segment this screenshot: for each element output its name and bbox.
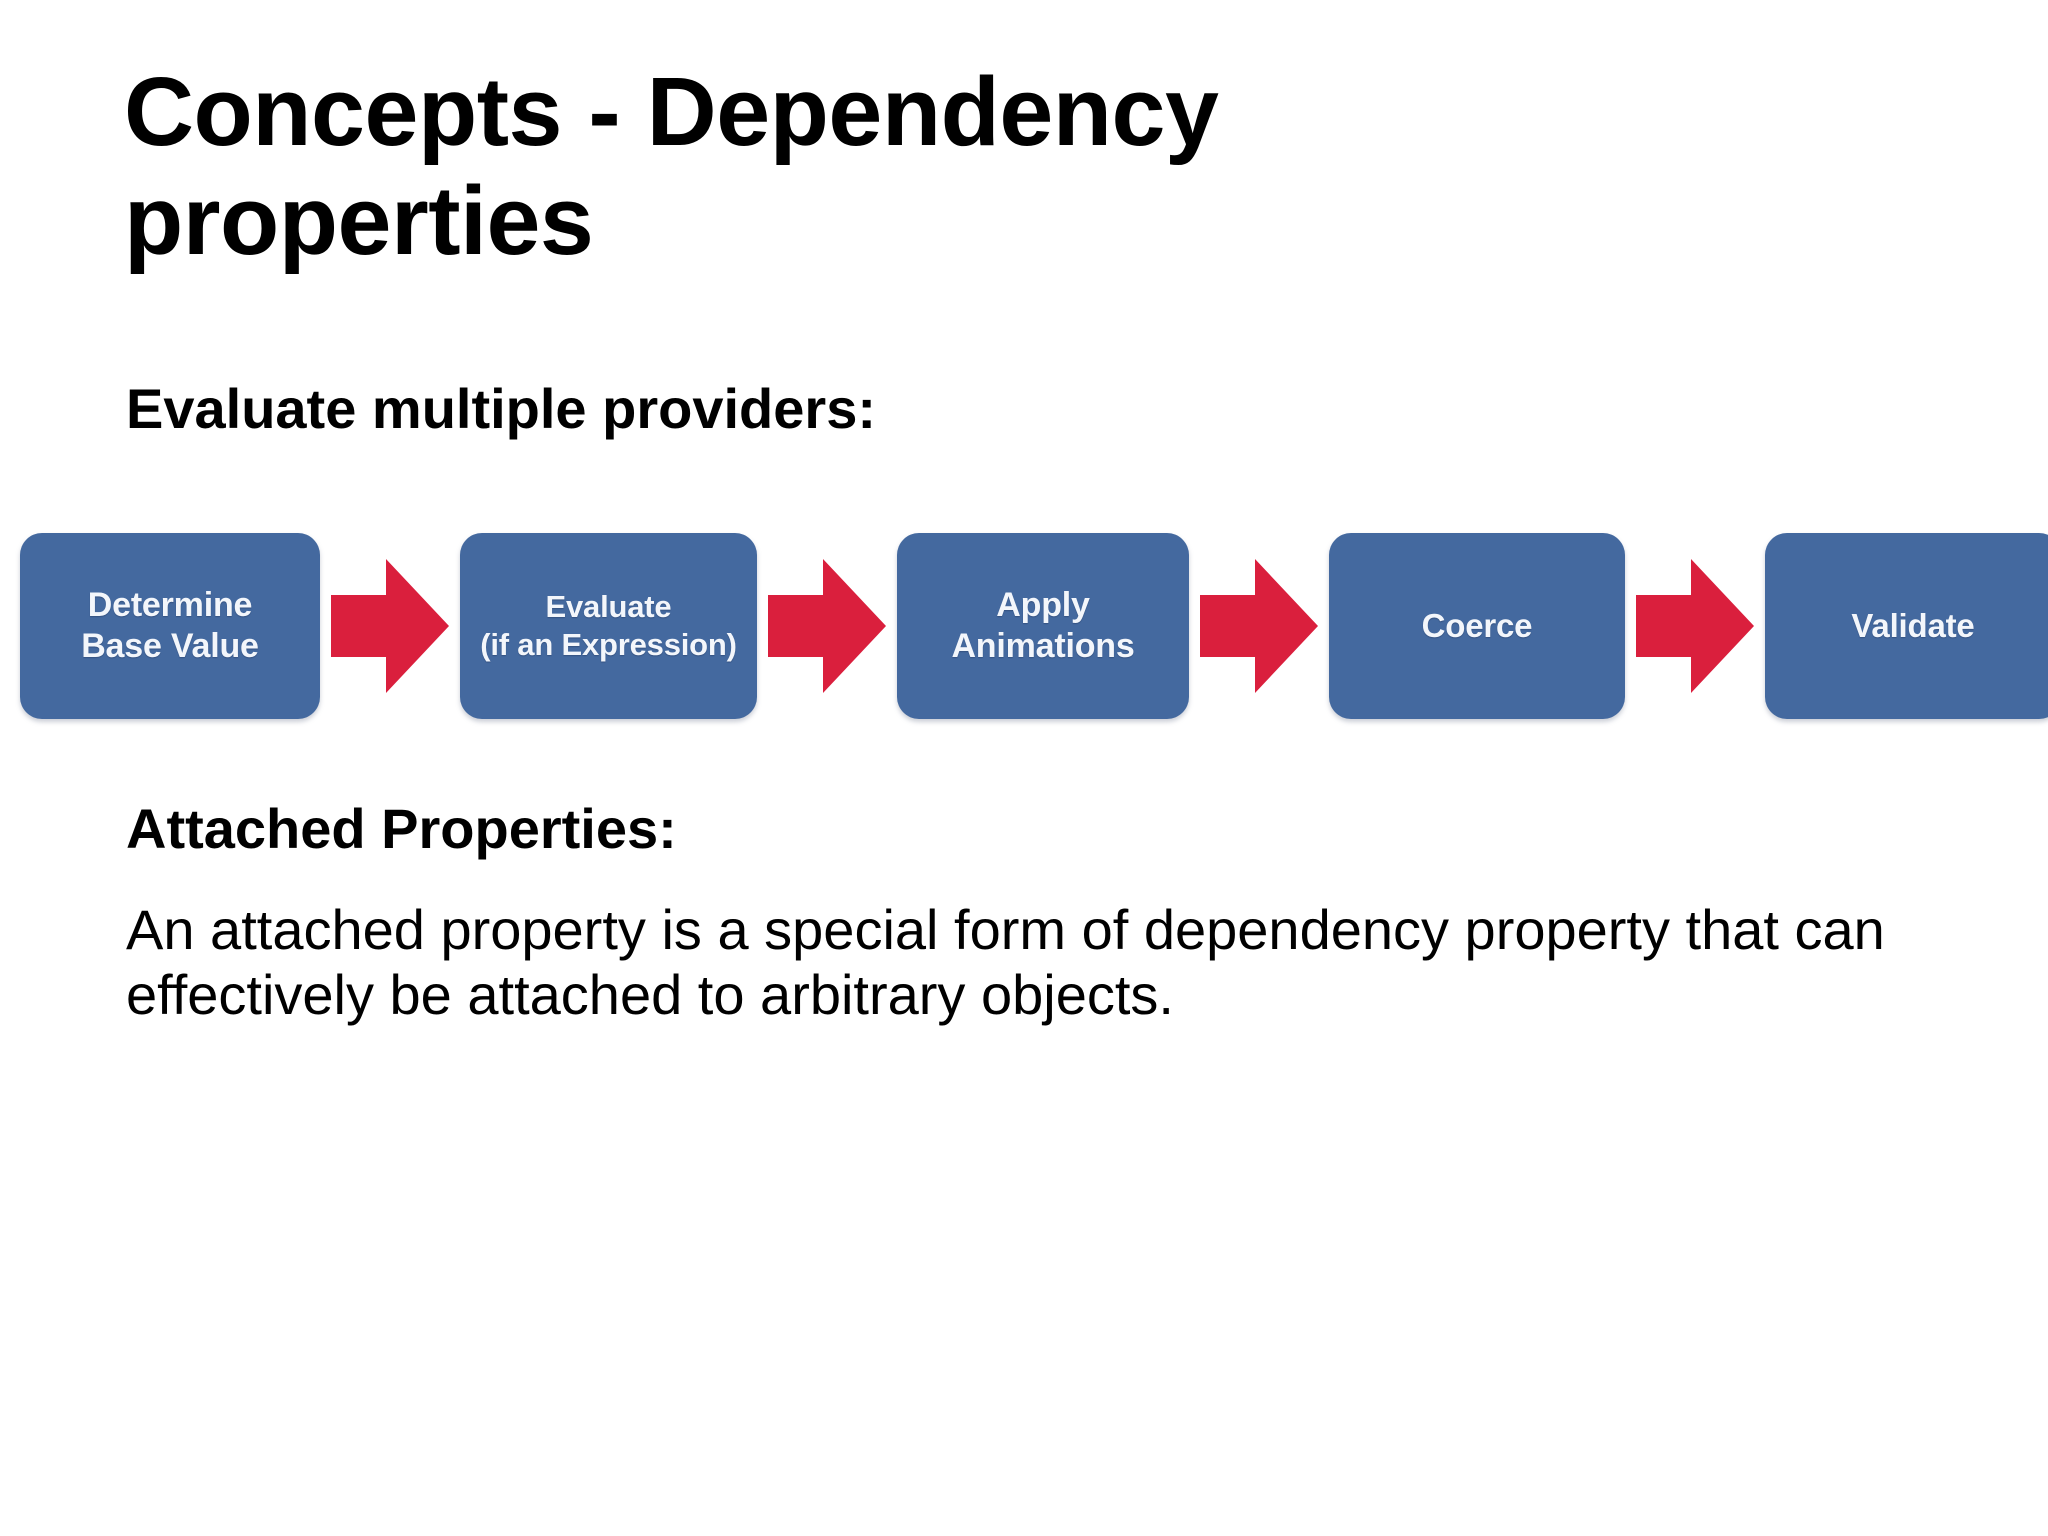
flow-step-label: Evaluate (if an Expression) [480,589,737,662]
flow-step-apply-animations: Apply Animations [897,533,1189,719]
section-heading-evaluate-providers: Evaluate multiple providers: [126,377,876,440]
flow-step-label: Coerce [1421,606,1533,644]
flow-step-evaluate-expression: Evaluate (if an Expression) [460,533,757,719]
flow-step-label: Apply Animations [951,585,1135,665]
flow-step-label: Determine Base Value [81,585,259,665]
page-title: Concepts - Dependency properties [124,57,1219,275]
right-arrow-icon-2 [768,559,886,693]
flow-step-validate: Validate [1765,533,2048,719]
right-arrow-icon-4 [1636,559,1754,693]
flow-step-determine-base-value: Determine Base Value [20,533,320,719]
right-arrow-icon-1 [331,559,449,693]
right-arrow-icon-3 [1200,559,1318,693]
dependency-property-flow-diagram: Determine Base Value Evaluate (if an Exp… [20,528,2048,724]
attached-properties-description: An attached property is a special form o… [126,898,1885,1026]
flow-step-coerce: Coerce [1329,533,1625,719]
section-heading-attached-properties: Attached Properties: [126,797,677,860]
flow-step-label: Validate [1851,606,1975,644]
